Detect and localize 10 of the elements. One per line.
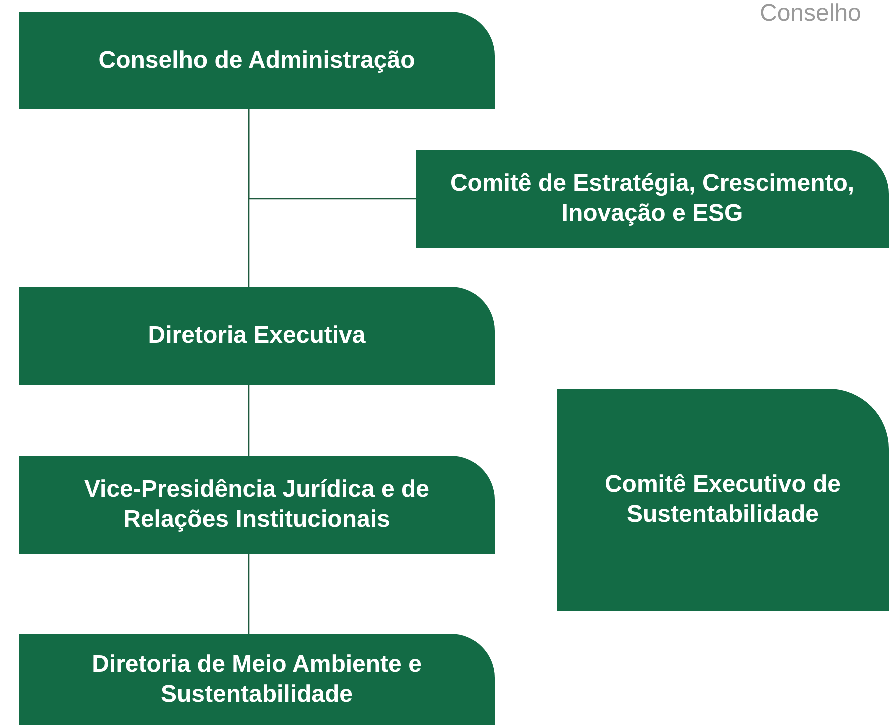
connector-line (248, 554, 250, 634)
org-unit-box: Diretoria de Meio Ambiente e Sustentabilidade (19, 634, 495, 725)
org-unit-box: Conselho de Administração (19, 12, 495, 109)
org-unit-box: Diretoria Executiva (19, 287, 495, 385)
org-unit-box: Comitê de Estratégia, Crescimento, Inovação e ESG (416, 150, 889, 248)
org-unit-box: Vice-Presidência Jurídica e de Relações Institucionais (19, 456, 495, 554)
cut-off-heading: Conselho (760, 0, 862, 28)
connector-line (248, 385, 250, 456)
connector-line (248, 109, 250, 287)
org-unit-box: Comitê Executivo de Sustentabilidade (557, 389, 889, 611)
